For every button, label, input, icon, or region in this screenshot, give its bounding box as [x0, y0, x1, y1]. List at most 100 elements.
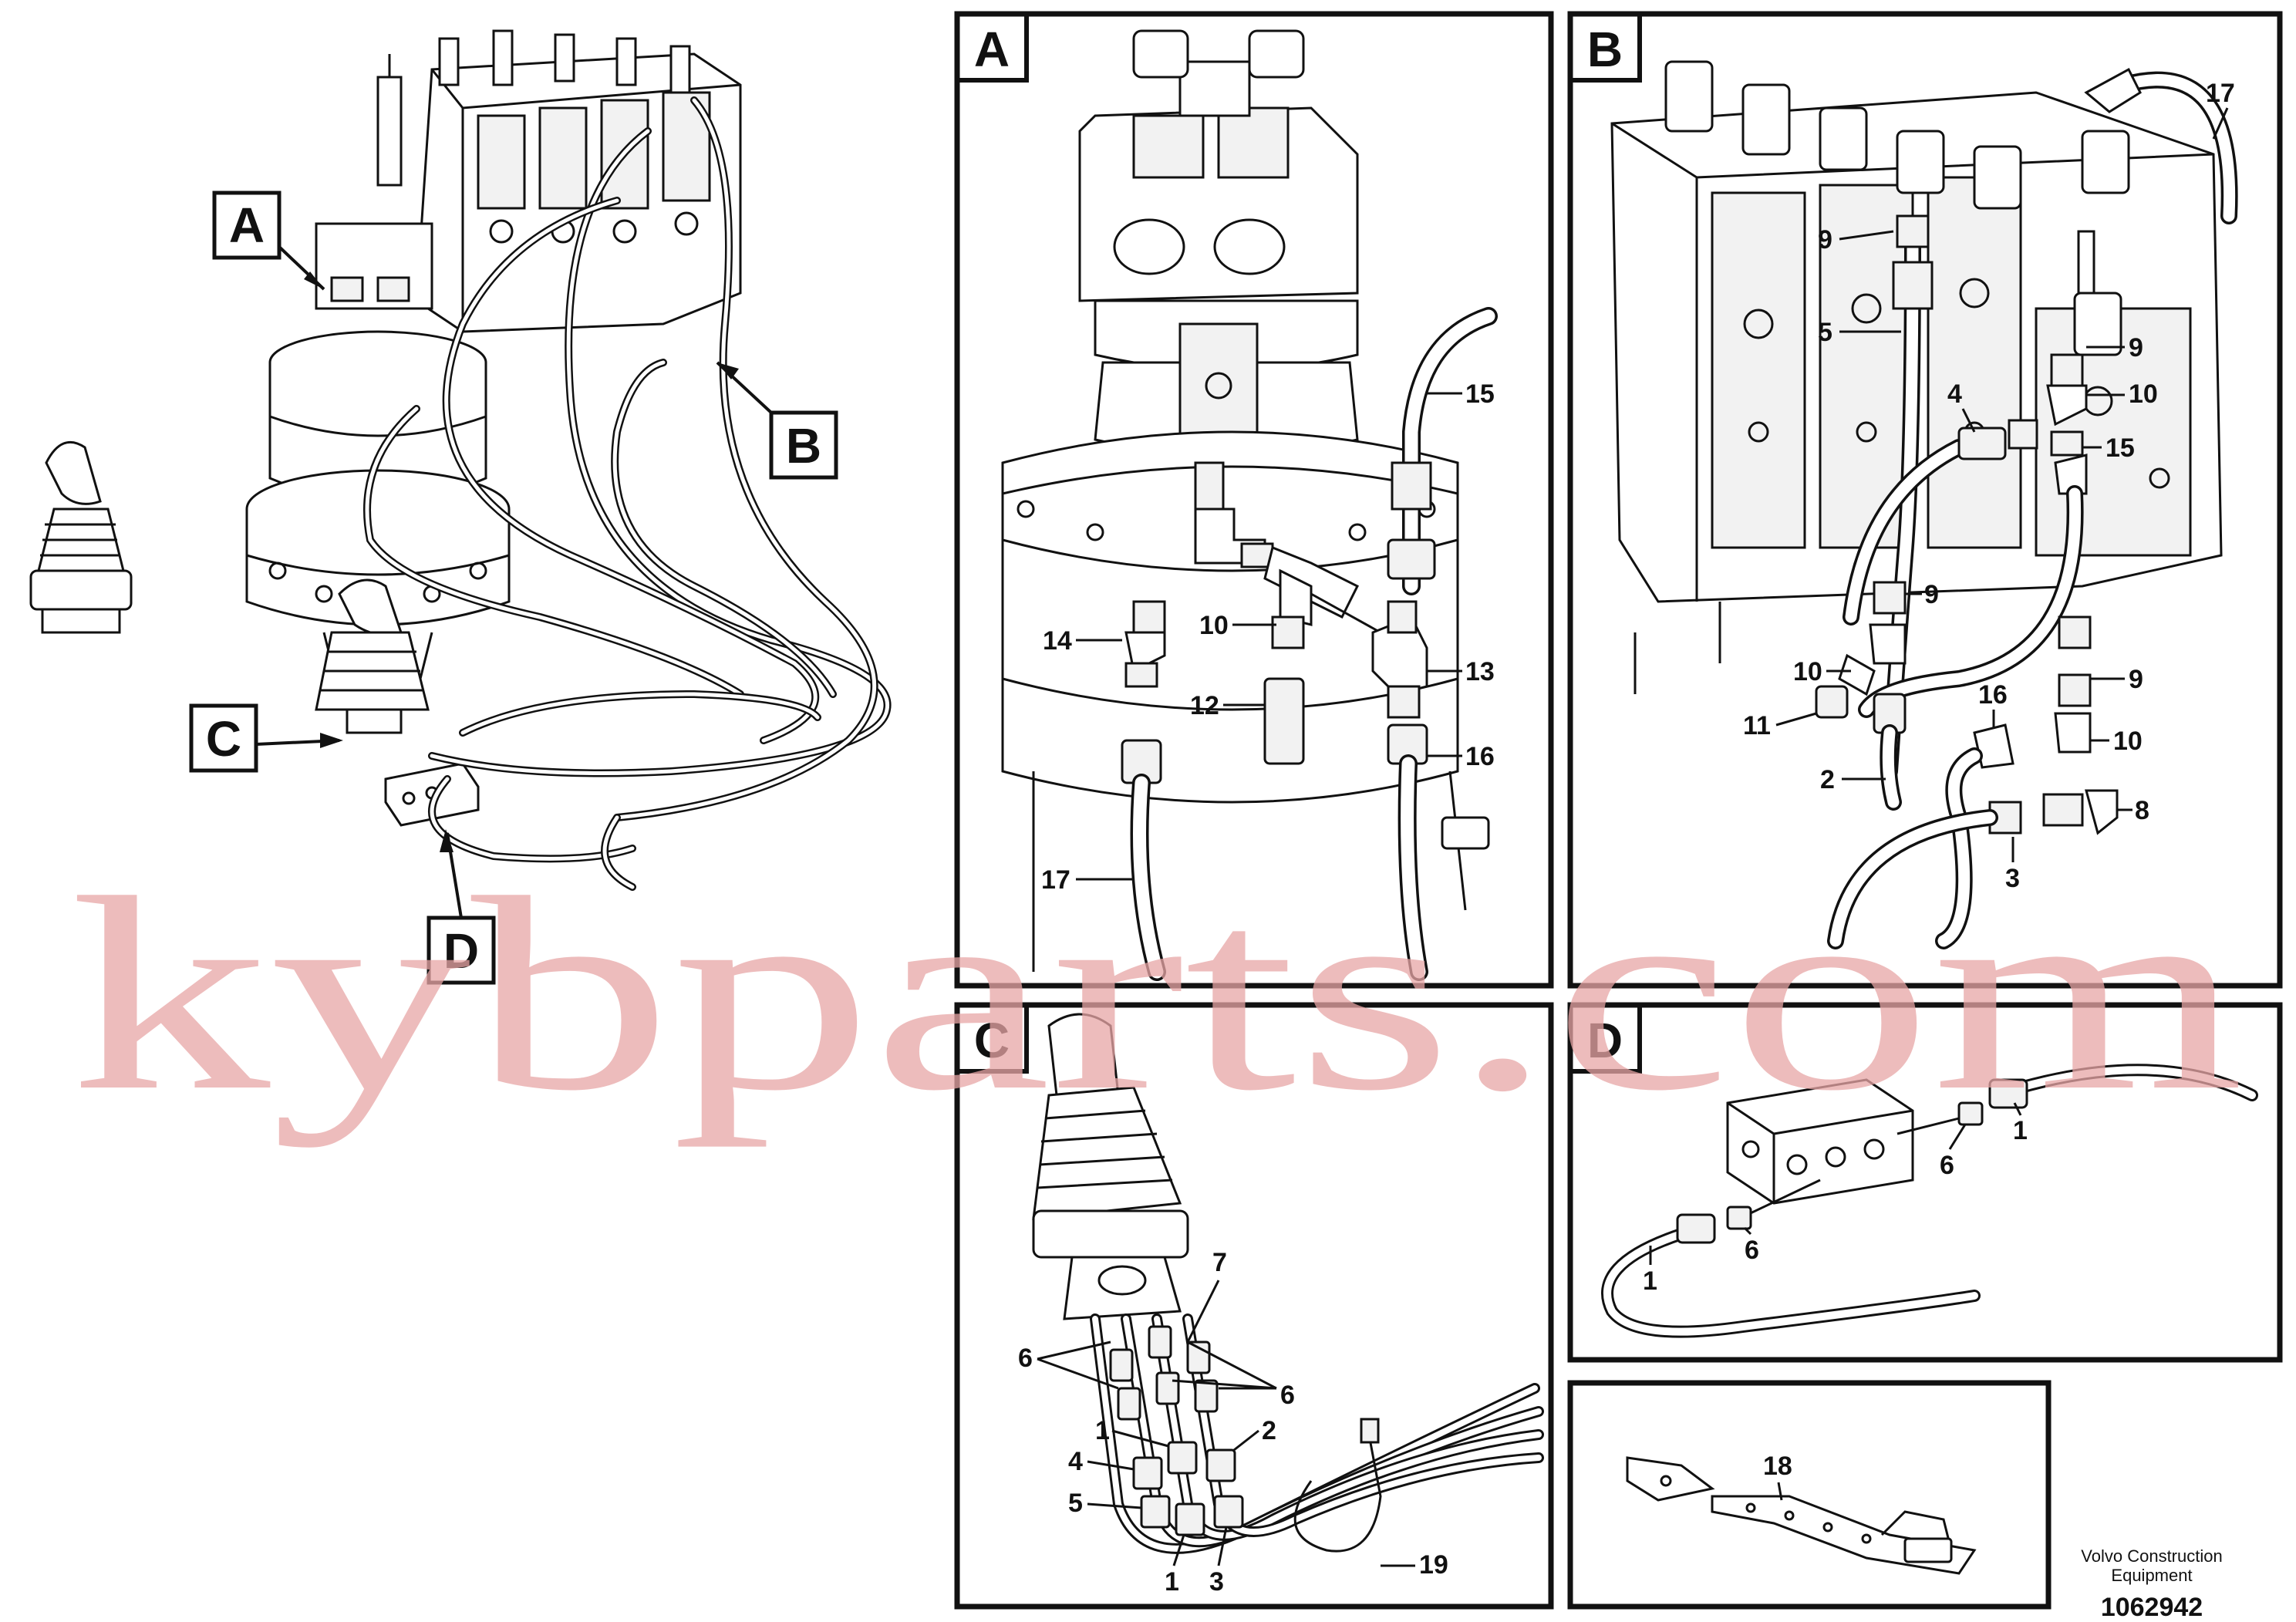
panel-B-fittings — [1815, 67, 2238, 949]
svg-text:5: 5 — [1818, 318, 1832, 347]
svg-text:10: 10 — [1199, 611, 1229, 640]
svg-text:15: 15 — [2106, 433, 2135, 463]
svg-text:14: 14 — [1043, 626, 1072, 656]
svg-text:16: 16 — [1465, 742, 1495, 771]
panel-A-callout-14: 14 — [1043, 626, 1122, 656]
svg-text:4: 4 — [1947, 379, 1962, 409]
panel-A-callout-10: 10 — [1199, 611, 1276, 640]
panel-B-callout-8: 8 — [2117, 796, 2149, 825]
overview-callout-C-text: C — [206, 711, 241, 767]
overview-callout-D-text: D — [443, 923, 479, 979]
svg-text:1: 1 — [1165, 1567, 1179, 1597]
svg-text:11: 11 — [1743, 711, 1771, 740]
overview-callout-D[interactable]: D — [426, 829, 496, 985]
svg-text:19: 19 — [1419, 1550, 1448, 1580]
svg-text:9: 9 — [2129, 333, 2143, 363]
overview-callout-B[interactable]: B — [716, 361, 838, 480]
hose-bundle-overview — [363, 96, 892, 891]
overview-illustration: A B C D — [29, 29, 892, 985]
panel-B-callout-17: 17 — [2206, 79, 2235, 140]
panel-A-fittings — [1121, 307, 1498, 981]
panel-C-callout-2: 2 — [1233, 1416, 1276, 1452]
overview-callout-B-text: B — [786, 418, 821, 474]
panel-C-callout-6b: 6 — [1172, 1340, 1295, 1410]
manufacturer-line-1: Volvo Construction — [2081, 1546, 2222, 1566]
overview-callout-C[interactable]: C — [189, 703, 343, 773]
svg-text:12: 12 — [1190, 691, 1219, 720]
panel-C-callout-4: 4 — [1068, 1447, 1135, 1476]
panel-A-callout-17: 17 — [1041, 865, 1134, 895]
svg-text:5: 5 — [1068, 1489, 1083, 1518]
joystick-overview-main — [315, 578, 430, 734]
footer-title-block: Volvo Construction Equipment 1062942 — [2081, 1546, 2222, 1622]
panel-C-joystick — [1032, 1013, 1189, 1320]
panel-B-callout-9a: 9 — [1818, 225, 1894, 255]
detail-panel-D: D 1 6 6 — [1567, 1002, 2283, 1363]
panel-C-callout-1b: 1 — [1165, 1534, 1185, 1597]
panel-B-callout-15: 15 — [2082, 433, 2135, 463]
svg-text:1: 1 — [2013, 1116, 2028, 1145]
svg-text:16: 16 — [1978, 680, 2008, 710]
panel-D-letter: D — [1587, 1013, 1623, 1068]
svg-text:2: 2 — [1820, 765, 1835, 794]
panel-D-callout-1b: 1 — [2013, 1102, 2028, 1145]
panel-A-callout-13: 13 — [1427, 657, 1495, 686]
panel-B-callout-16: 16 — [1978, 680, 2008, 729]
panel-D-callout-1a: 1 — [1643, 1246, 1657, 1296]
manufacturer-line-2: Equipment — [2111, 1566, 2192, 1585]
panel-E-callout-18: 18 — [1763, 1452, 1792, 1501]
panel-C-callout-3: 3 — [1209, 1526, 1228, 1597]
svg-text:6: 6 — [1280, 1381, 1295, 1410]
detail-panel-C: C — [954, 1002, 1554, 1610]
svg-text:6: 6 — [1018, 1344, 1033, 1373]
svg-text:9: 9 — [2129, 665, 2143, 694]
panel-A-motor — [1001, 29, 1490, 972]
panel-C-hoses — [1090, 1313, 1544, 1554]
panel-B-callout-4: 4 — [1947, 379, 1976, 433]
panel-A-callout-12: 12 — [1190, 691, 1265, 720]
svg-text:9: 9 — [1818, 225, 1832, 255]
panel-D-block — [1601, 1064, 2258, 1338]
svg-text:6: 6 — [1745, 1236, 1759, 1265]
svg-text:17: 17 — [2206, 79, 2235, 108]
panel-C-callout-7: 7 — [1186, 1248, 1227, 1343]
panel-D-callout-6b: 6 — [1940, 1124, 1967, 1180]
detail-panel-B: B — [1567, 11, 2283, 989]
panel-B-callout-9b: 9 — [2086, 333, 2143, 363]
svg-text:6: 6 — [1940, 1151, 1954, 1180]
drawing-number: 1062942 — [2101, 1593, 2203, 1622]
panel-B-callout-5: 5 — [1818, 318, 1901, 347]
svg-text:13: 13 — [1465, 657, 1495, 686]
svg-text:1: 1 — [1095, 1416, 1110, 1445]
panel-A-letter: A — [974, 22, 1010, 77]
svg-text:4: 4 — [1068, 1447, 1083, 1476]
svg-text:3: 3 — [1209, 1567, 1224, 1597]
panel-B-callout-10c: 10 — [2090, 727, 2143, 756]
svg-text:1: 1 — [1643, 1266, 1657, 1296]
panel-E-clamp — [1626, 1456, 1977, 1575]
joystick-overview-left — [29, 440, 133, 634]
panel-C-callout-6a: 6 — [1018, 1340, 1119, 1390]
svg-text:10: 10 — [1793, 657, 1822, 686]
panel-C-callout-5: 5 — [1068, 1489, 1142, 1518]
svg-text:9: 9 — [1924, 580, 1939, 609]
svg-text:10: 10 — [2129, 379, 2158, 409]
svg-text:10: 10 — [2113, 727, 2143, 756]
panel-B-callout-10b: 10 — [1793, 657, 1851, 686]
panel-B-callout-9c: 9 — [1905, 580, 1939, 609]
panel-B-callout-2: 2 — [1820, 765, 1886, 794]
detail-panel-A: A — [954, 11, 1554, 989]
panel-B-callout-3: 3 — [2005, 837, 2020, 893]
panel-B-callout-9d: 9 — [2090, 665, 2143, 694]
panel-C-callout-19: 19 — [1381, 1550, 1448, 1580]
overview-callout-A-text: A — [229, 197, 265, 253]
panel-C-letter: C — [974, 1013, 1010, 1068]
svg-text:15: 15 — [1465, 379, 1495, 409]
panel-B-letter: B — [1587, 22, 1623, 77]
overview-callout-A[interactable]: A — [212, 191, 325, 291]
watermark-text: kybparts.com — [69, 840, 2244, 1148]
detail-panel-E: 18 — [1567, 1380, 2052, 1610]
panel-C-callout-1a: 1 — [1095, 1416, 1169, 1448]
panel-A-callout-15: 15 — [1427, 379, 1495, 409]
